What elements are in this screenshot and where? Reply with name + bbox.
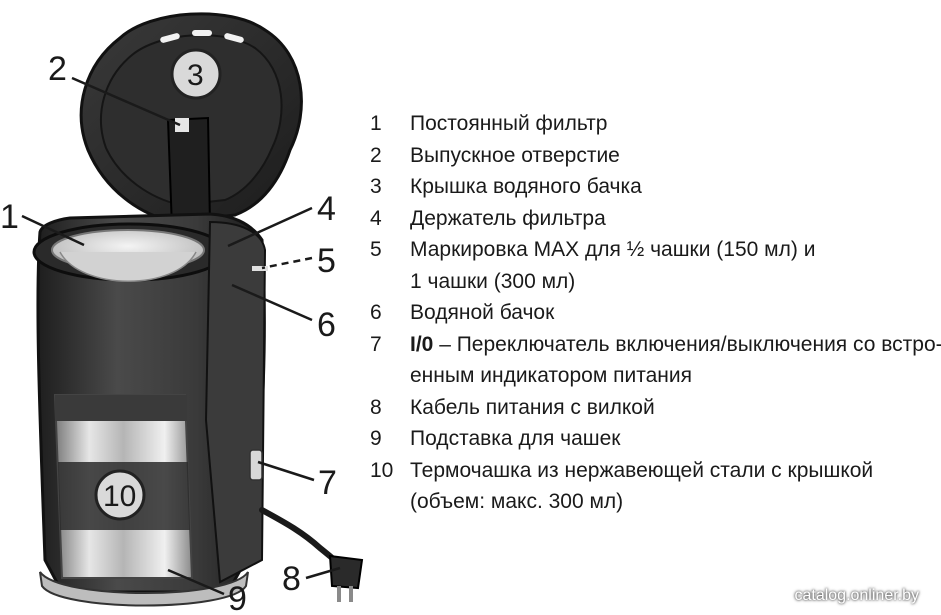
legend-row: 10 Термочашка из нержавеющей стали с крыш… — [370, 455, 940, 487]
leader-6 — [231, 283, 313, 322]
callout-3: 3 — [187, 59, 204, 92]
legend-row: 1 Постоянный фильтр — [370, 108, 940, 140]
legend-row: 8 Кабель питания с вилкой — [370, 392, 940, 424]
legend-number: 2 — [370, 143, 382, 167]
legend-number — [370, 360, 410, 392]
legend-number: 10 — [370, 458, 394, 482]
legend-text: Выпускное отверстие — [410, 143, 620, 167]
legend-text: Постоянный фильтр — [410, 112, 608, 135]
legend-row: 9 Подставка для чашек — [370, 423, 940, 455]
legend-text: Термочашка из нержавеющей стали с крышко… — [410, 458, 874, 482]
plug-pin-1 — [337, 586, 341, 602]
legend-row: 5 Маркировка MAX для ½ чашки (150 мл) и — [370, 234, 940, 266]
legend-text: 1 чашки (300 мл) — [410, 269, 576, 293]
legend-number: 4 — [370, 206, 382, 230]
callout-9: 9 — [228, 580, 247, 615]
outlet-arm — [166, 116, 212, 230]
leader-7 — [257, 460, 315, 482]
outlet-nozzle — [175, 118, 189, 132]
cup-stand — [39, 571, 249, 607]
leader-9 — [167, 568, 225, 596]
callout-7: 7 — [318, 464, 337, 502]
legend-number: 9 — [370, 427, 382, 450]
max-marker — [252, 266, 268, 271]
legend-row: 1 чашки (300 мл) — [370, 266, 940, 298]
legend-text: Маркировка MAX для ½ чашки (150 мл) и — [410, 238, 816, 261]
legend-row: 2 Выпускное отверстие — [370, 140, 940, 172]
callout-5: 5 — [317, 242, 336, 280]
callout-1: 1 — [0, 198, 19, 236]
mug-band-top — [55, 395, 187, 421]
water-tank — [204, 220, 267, 584]
callout-2: 2 — [48, 50, 67, 88]
legend-number: 7 — [370, 332, 382, 356]
plug-pin-2 — [349, 586, 353, 602]
leader-5 — [261, 256, 313, 270]
legend-number — [370, 266, 410, 298]
leader-1 — [21, 214, 85, 247]
legend-text: Подставка для чашек — [410, 427, 621, 450]
badge-3-circle — [170, 48, 222, 100]
legend-text-rest: – Переключатель включения/выключения со … — [433, 332, 941, 356]
power-switch — [249, 449, 263, 481]
legend-bold-label: I/0 — [410, 332, 434, 356]
legend-row: 3 Крышка водяного бачка — [370, 171, 940, 203]
legend-number: 8 — [370, 395, 382, 419]
leader-lines — [21, 76, 341, 596]
filter-mesh — [59, 251, 197, 282]
watermark: catalog.onliner.by — [794, 587, 919, 604]
plug — [328, 554, 364, 590]
legend-row: 4 Держатель фильтра — [370, 203, 940, 235]
badge-10-circle — [94, 469, 146, 521]
callout-10: 10 — [103, 480, 136, 513]
callout-8: 8 — [282, 560, 301, 598]
legend-text: Держатель фильтра — [410, 206, 606, 230]
legend-row: 6 Водяной бачок — [370, 297, 940, 329]
legend-text: Водяной бачок — [410, 301, 555, 324]
legend-number: 1 — [370, 112, 382, 135]
callout-6: 6 — [317, 306, 336, 344]
legend-row: 7 I/0 – Переключатель включения/выключени… — [370, 329, 941, 361]
legend-number: 5 — [370, 238, 382, 261]
legend-number: 3 — [370, 175, 382, 198]
legend-text: (объем: макс. 300 мл) — [410, 490, 624, 513]
legend-number — [370, 486, 410, 518]
legend-row: (объем: макс. 300 мл) — [370, 486, 940, 518]
legend-text: Кабель питания с вилкой — [410, 395, 655, 419]
legend-text: I/0 – Переключатель включения/выключения… — [410, 329, 941, 361]
legend-row: енным индикатором питания — [370, 360, 940, 392]
leader-4 — [227, 206, 313, 248]
callout-4: 4 — [317, 190, 336, 228]
legend-number: 6 — [370, 301, 382, 324]
leader-8 — [305, 566, 341, 580]
legend-text: енным индикатором питания — [410, 364, 692, 387]
leader-2 — [71, 76, 181, 127]
legend-text: Крышка водяного бачка — [410, 175, 642, 198]
lid-vents — [160, 30, 244, 43]
